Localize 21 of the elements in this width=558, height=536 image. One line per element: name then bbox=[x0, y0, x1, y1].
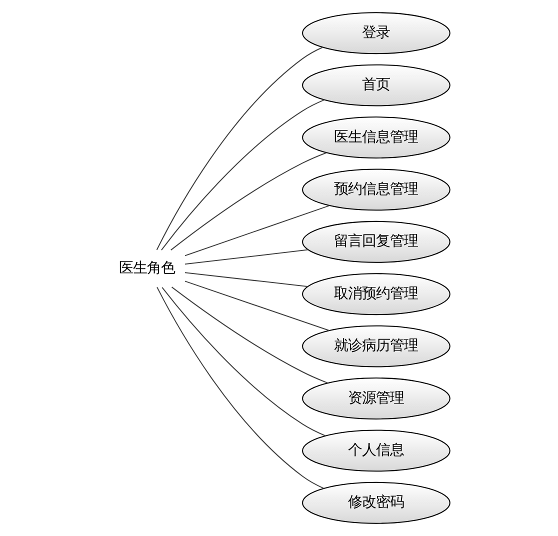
connector bbox=[156, 286, 324, 489]
node-ellipse: 预约信息管理 bbox=[302, 168, 450, 211]
connector bbox=[184, 280, 329, 332]
node-ellipse: 资源管理 bbox=[302, 378, 450, 420]
connector bbox=[170, 286, 328, 384]
connector bbox=[170, 152, 326, 250]
node-ellipse: 取消预约管理 bbox=[302, 273, 450, 316]
node-text: 医生角色 bbox=[118, 260, 174, 276]
node-ellipse: 修改密码 bbox=[302, 482, 450, 524]
node-ellipse: 登录 bbox=[302, 12, 450, 54]
connector bbox=[161, 287, 326, 436]
connector bbox=[184, 205, 329, 256]
connector bbox=[156, 46, 323, 250]
node-ellipse: 个人信息 bbox=[302, 430, 450, 472]
connector bbox=[184, 249, 308, 265]
connector bbox=[160, 99, 324, 250]
node-ellipse: 医生信息管理 bbox=[302, 116, 450, 158]
node-ellipse: 留言回复管理 bbox=[302, 220, 450, 263]
connector bbox=[184, 272, 308, 287]
node-ellipse: 首页 bbox=[302, 64, 450, 106]
node-ellipse: 就诊病历管理 bbox=[302, 325, 450, 368]
